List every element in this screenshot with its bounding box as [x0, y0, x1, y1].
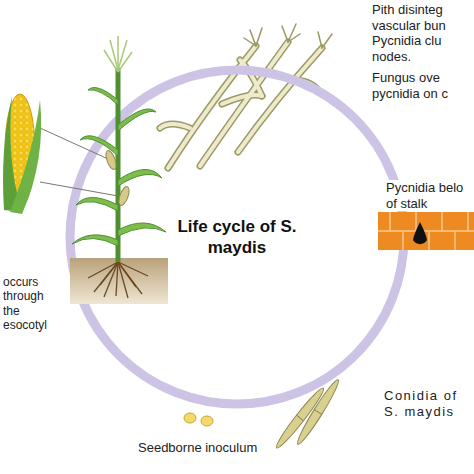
seed-inoculum [184, 413, 213, 426]
roots [88, 262, 148, 298]
infection-note: occurs through the esocotyl [3, 275, 61, 333]
soil [70, 258, 168, 304]
maize-cob [3, 94, 118, 214]
conidia [273, 377, 342, 450]
overwinter-note: Fungus ove pycnidia on c [372, 70, 468, 101]
dried-stalks [160, 24, 332, 168]
inoculum-label: Seedborne inoculum [138, 440, 278, 456]
pycnidium [413, 222, 427, 244]
symptom-note: Pith disinteg vascular bun Pycnidia clu … [372, 2, 468, 64]
soil-roots [70, 258, 168, 304]
conidia-label: Conidia of S. maydis [384, 388, 464, 419]
cycle-title: Life cycle of S. maydis [162, 216, 312, 259]
stalk-note: Pycnidia belo of stalk [386, 180, 470, 211]
stalk-section [378, 212, 474, 250]
